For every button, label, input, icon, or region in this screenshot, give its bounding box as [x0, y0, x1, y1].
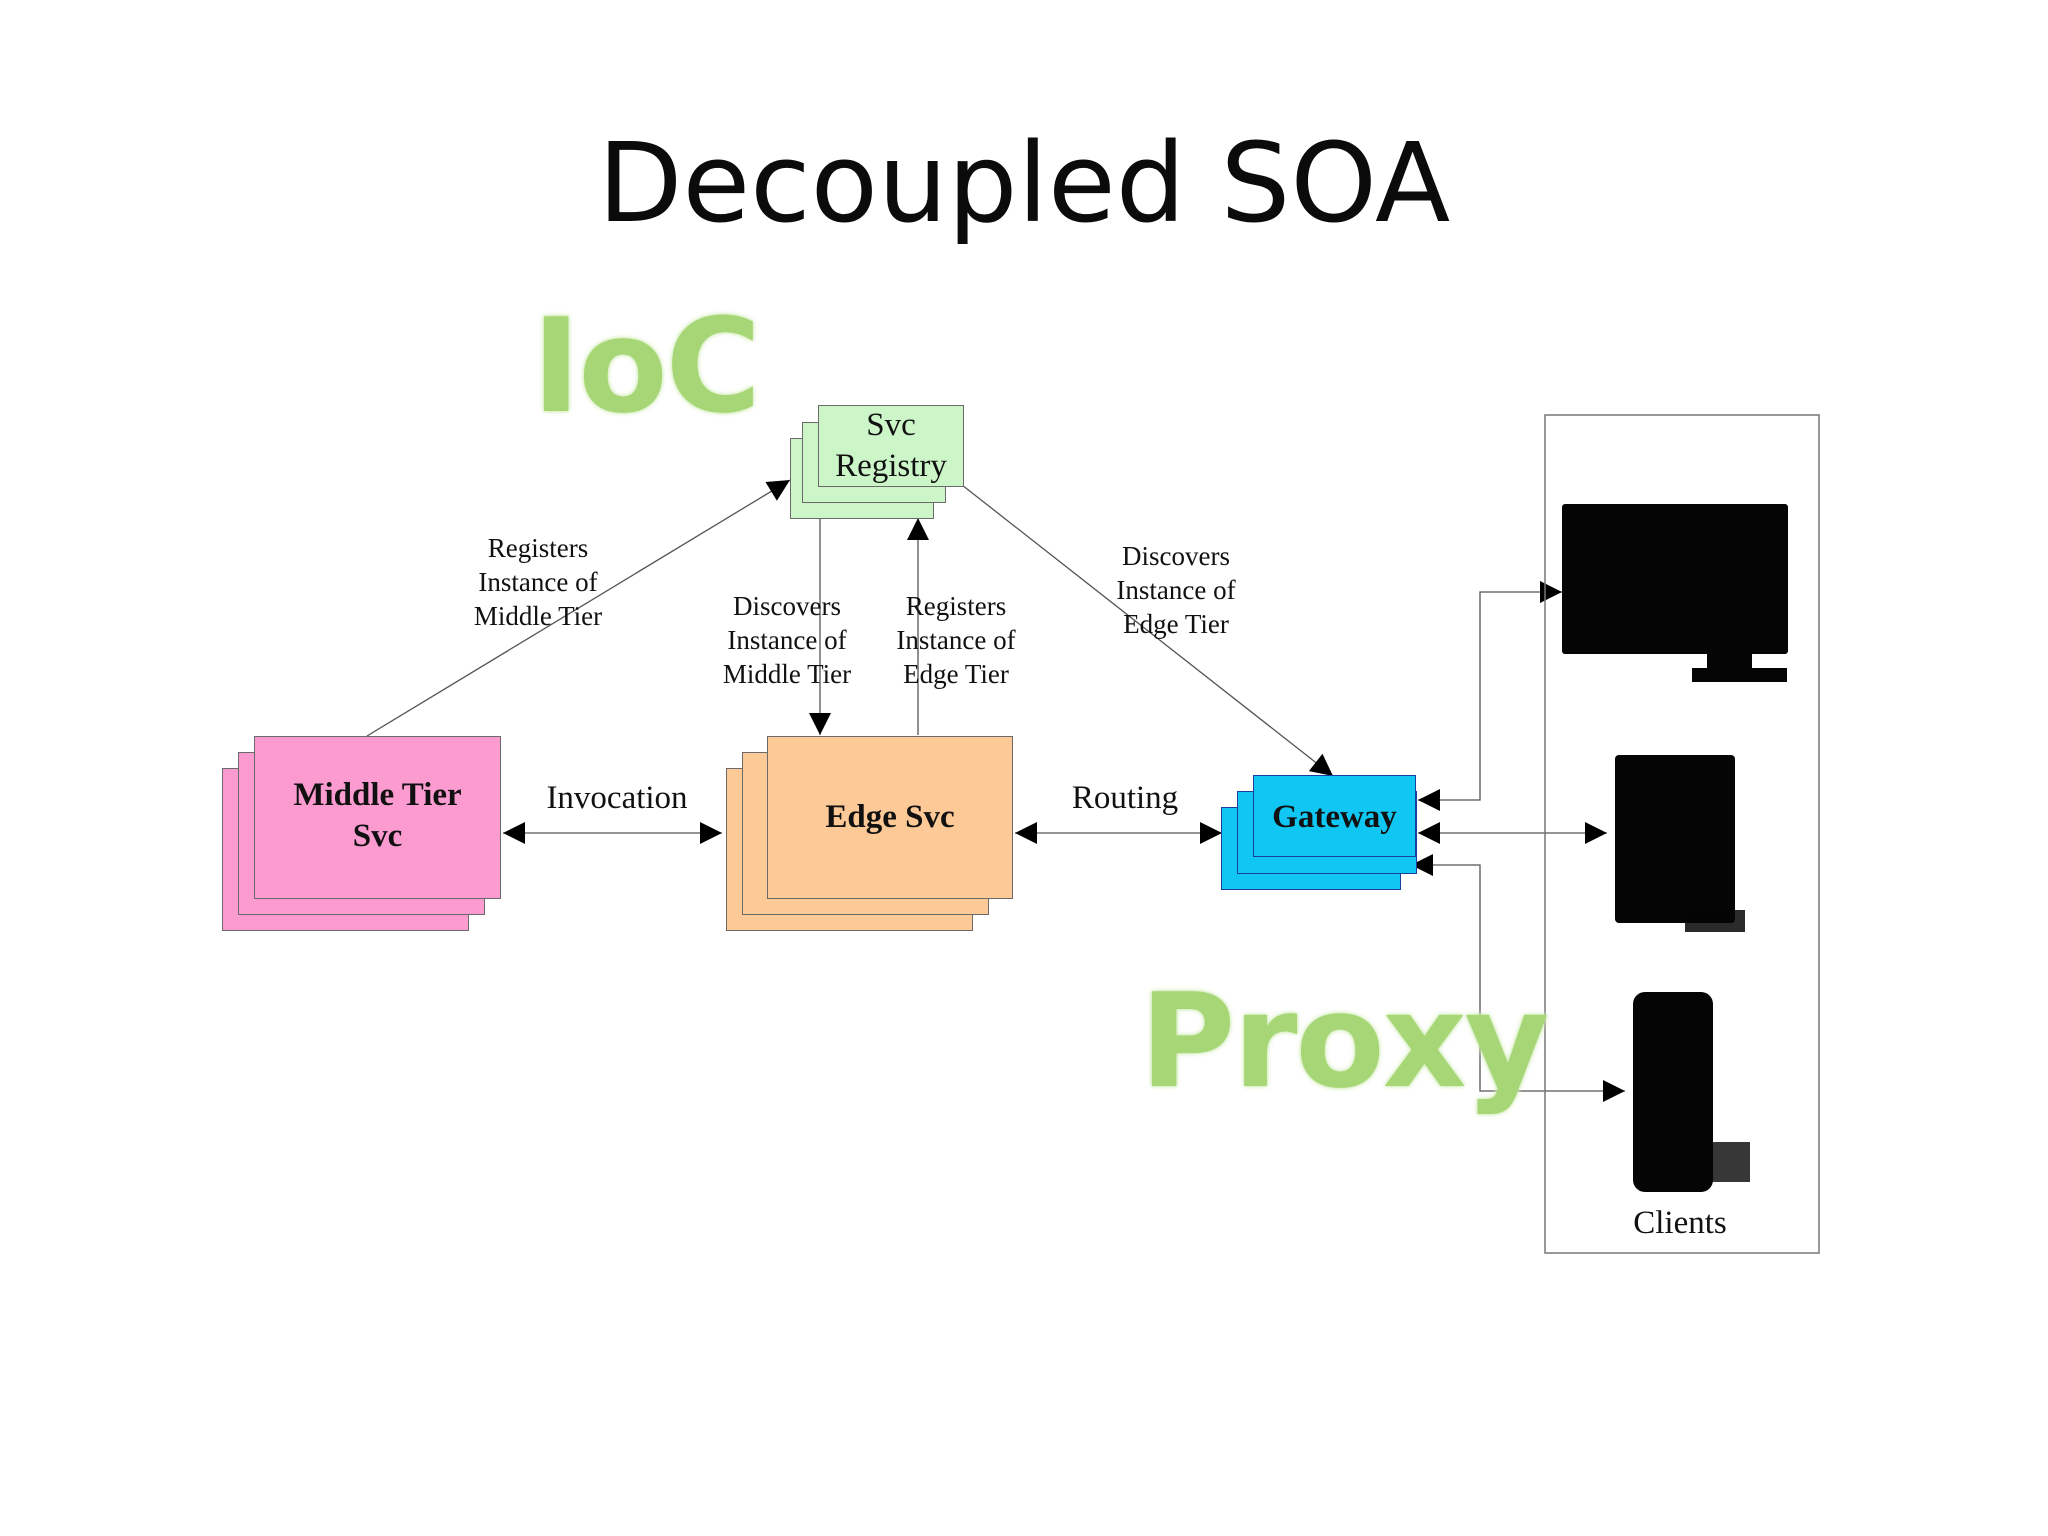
registry-label-line1: Svc: [866, 407, 916, 443]
label-discovers-middle-line3: Middle Tier: [722, 658, 852, 689]
arrow-register-middle: [366, 479, 791, 737]
gateway-card-front: [1253, 775, 1416, 857]
label-registers-middle-line3: Middle Tier: [473, 600, 603, 631]
label-discovers-middle-line2: Instance of: [727, 624, 847, 655]
ioc-watermark: IoC: [532, 290, 761, 442]
proxy-watermark: Proxy: [1140, 965, 1549, 1117]
label-discovers-edge-line2: Instance of: [1116, 574, 1236, 605]
arrow-gateway-phone: [1411, 854, 1625, 1102]
label-discovers-edge-line1: Discovers: [1122, 541, 1230, 571]
label-invocation: Invocation: [546, 780, 688, 816]
middle-tier-card-front: [254, 736, 501, 899]
label-discovers-middle-line1: Discovers: [733, 591, 841, 621]
edge-card-front: [767, 736, 1013, 899]
phone-icon: [1630, 992, 1760, 1197]
label-registers-middle-line2: Instance of: [478, 566, 598, 597]
label-discovers-edge: Discovers Instance of Edge Tier: [1076, 540, 1276, 641]
label-discovers-edge-line3: Edge Tier: [1123, 608, 1229, 639]
label-registers-edge-line3: Edge Tier: [903, 658, 1009, 689]
arrow-gateway-monitor: [1418, 581, 1562, 811]
registry-label: Svc Registry: [818, 405, 964, 488]
middle-tier-label-line2: Svc: [352, 818, 403, 855]
label-registers-middle-line1: Registers: [487, 533, 589, 563]
label-routing: Routing: [1071, 780, 1179, 816]
middle-tier-label: Middle Tier Svc: [254, 775, 501, 858]
registry-card-front: [818, 405, 964, 487]
monitor-icon: [1562, 492, 1788, 688]
clients-frame: [1544, 414, 1820, 1254]
registry-label-line2: Registry: [835, 448, 947, 485]
clients-label: Clients: [1633, 1205, 1727, 1241]
tablet-icon: [1615, 755, 1765, 945]
arrow-discovers-edge: [961, 484, 1334, 777]
page-title: Decoupled SOA: [597, 119, 1451, 247]
label-registers-edge-line2: Instance of: [896, 624, 1016, 655]
label-registers-edge: Registers Instance of Edge Tier: [856, 590, 1056, 691]
middle-tier-label-line1: Middle Tier: [293, 777, 462, 813]
label-registers-middle: Registers Instance of Middle Tier: [438, 532, 638, 633]
label-registers-edge-line1: Registers: [905, 591, 1007, 621]
label-discovers-middle: Discovers Instance of Middle Tier: [687, 590, 887, 691]
edge-label: Edge Svc: [825, 799, 955, 835]
gateway-label: Gateway: [1272, 799, 1397, 835]
